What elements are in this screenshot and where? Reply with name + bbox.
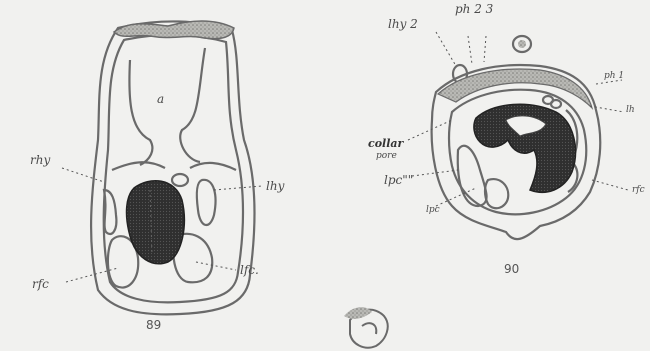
label-ph23: ph 2 3 [455, 3, 493, 15]
dorsal-band [114, 21, 234, 39]
label-lhy2: lhy 2 [388, 18, 418, 30]
figure-89-drawing [91, 21, 255, 314]
lpc-pocket [458, 146, 487, 206]
figure-number-89: 89 [146, 318, 161, 332]
label-rhy: rhy [30, 154, 50, 166]
lhy-pocket [197, 180, 216, 225]
cavity-a-left [129, 60, 152, 165]
lpc-primes-pocket [485, 179, 508, 208]
label-lfc: lfc. [240, 264, 259, 276]
cavity-a-right [180, 48, 205, 162]
label-pore: pore [376, 152, 397, 161]
label-lpc-primes: lpc"" [384, 174, 413, 186]
label-lhy-edge: lh [626, 106, 635, 115]
label-ph1: ph 1 [604, 72, 624, 81]
figure-number-90: 90 [504, 262, 519, 276]
partition [112, 162, 236, 170]
label-a: a [157, 93, 164, 105]
dark-mass-89 [127, 181, 185, 264]
small-ring [172, 174, 188, 186]
rhy-pocket [104, 190, 116, 234]
label-lhy: lhy [266, 180, 284, 192]
label-rfc-edge: rfc [632, 186, 645, 195]
label-lpc: lpc [426, 206, 440, 215]
label-rfc: rfc [32, 278, 49, 290]
label-collar: collar [368, 138, 403, 149]
